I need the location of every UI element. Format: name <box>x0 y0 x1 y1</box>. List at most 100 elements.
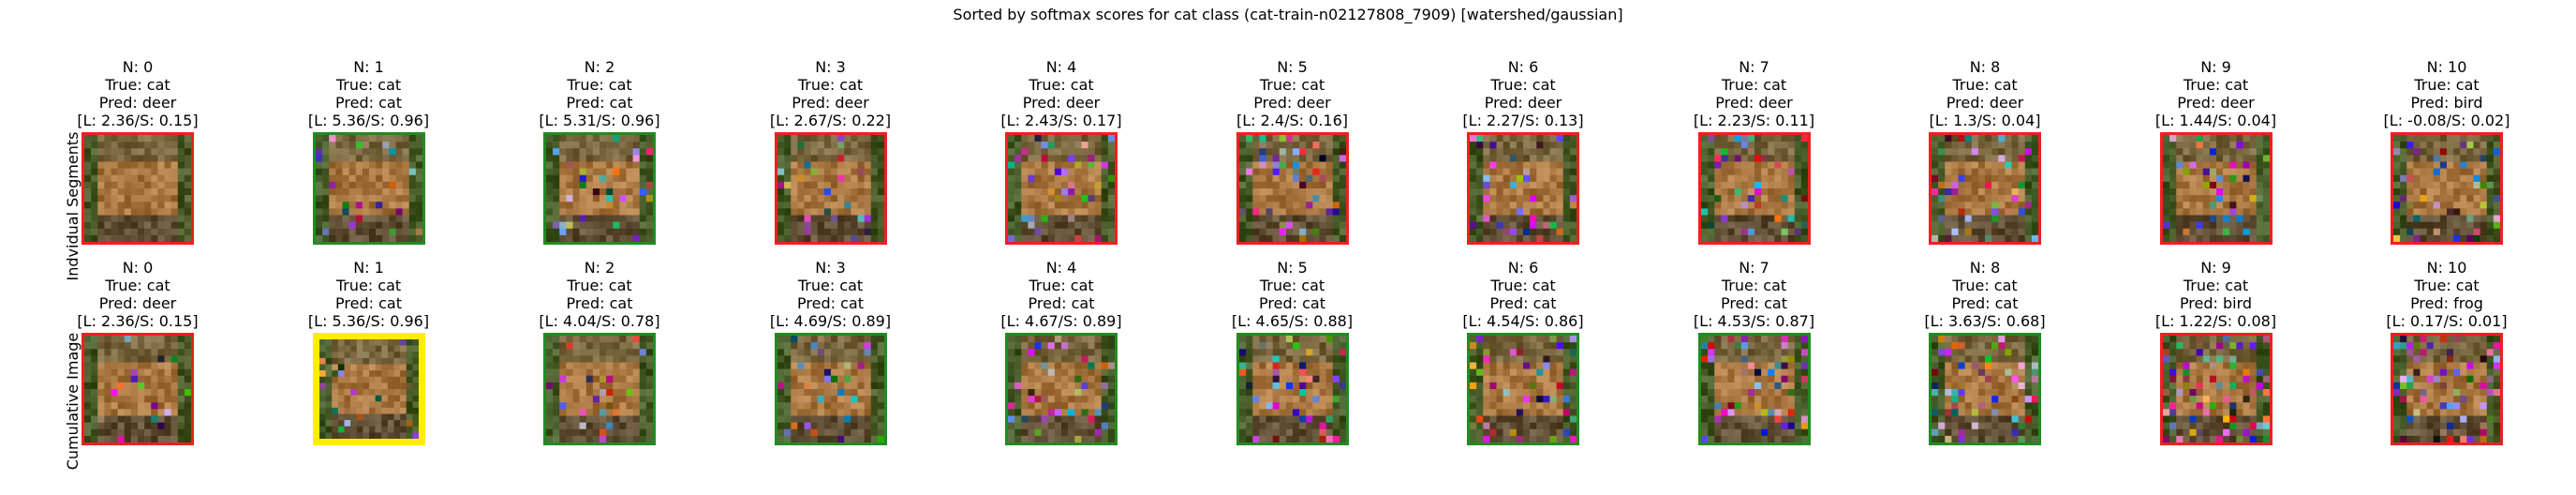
thumbnail-pixel <box>344 365 350 371</box>
thumbnail-pixel <box>1312 169 1319 175</box>
thumbnail-pixel <box>580 175 586 182</box>
thumbnail-pixel <box>1239 155 1246 161</box>
thumbnail-pixel <box>165 436 171 442</box>
thumbnail-pixel <box>1339 389 1345 396</box>
thumbnail-pixel <box>1319 208 1325 215</box>
thumbnail-pixel <box>2480 142 2487 148</box>
thumbnail-pixel <box>1246 135 1252 142</box>
thumbnail-pixel <box>2434 216 2440 222</box>
thumbnail-pixel <box>1517 208 1523 215</box>
thumbnail-pixel <box>2025 188 2032 195</box>
thumbnail-pixel <box>185 195 191 202</box>
thumbnail-pixel <box>2413 222 2420 229</box>
thumbnail-pixel <box>1014 363 1021 369</box>
thumbnail-pixel <box>2012 169 2019 175</box>
thumbnail-pixel <box>1800 229 1807 235</box>
thumbnail-pixel <box>2453 142 2460 148</box>
thumbnail-pixel <box>319 427 326 433</box>
thumbnail-pixel <box>1761 155 1768 161</box>
thumbnail-pixel <box>1781 175 1787 182</box>
thumbnail-pixel <box>1740 142 1747 148</box>
thumbnail-pixel <box>348 208 355 215</box>
thumbnail-pixel <box>1042 369 1048 376</box>
thumbnail-pixel <box>559 155 566 161</box>
thumbnail-pixel <box>1570 389 1577 396</box>
thumbnail-pixel <box>2249 202 2256 208</box>
thumbnail-pixel <box>1985 182 1991 188</box>
thumbnail-pixel <box>2494 182 2500 188</box>
thumbnail-pixel <box>1272 376 1279 382</box>
thumbnail-pixel <box>810 229 817 235</box>
thumbnail-pixel <box>877 355 883 362</box>
thumbnail-pixel <box>151 155 157 161</box>
thumbnail-pixel <box>1470 355 1476 362</box>
thumbnail-pixel <box>1727 369 1734 376</box>
thumbnail-pixel <box>1536 175 1543 182</box>
thumbnail-pixel <box>1028 188 1034 195</box>
thumbnail-pixel <box>1272 363 1279 369</box>
thumbnail-pixel <box>2400 188 2406 195</box>
thumbnail-pixel <box>1768 216 1774 222</box>
thumbnail-pixel <box>1938 155 1945 161</box>
thumbnail-pixel <box>1497 222 1503 229</box>
thumbnail-pixel <box>1557 202 1563 208</box>
thumbnail-pixel <box>1470 369 1476 376</box>
thumbnail-pixel <box>646 349 653 355</box>
thumbnail-pixel <box>810 222 817 229</box>
thumbnail-pixel <box>2393 235 2400 242</box>
thumbnail-pixel <box>1108 142 1115 148</box>
thumbnail-pixel <box>844 336 851 342</box>
thumbnail-pixel <box>1721 389 1727 396</box>
thumbnail-pixel <box>791 376 797 382</box>
thumbnail-pixel <box>84 182 91 188</box>
thumbnail-pixel <box>600 182 606 188</box>
thumbnail-pixel <box>1048 222 1055 229</box>
thumbnail-pixel <box>1747 363 1754 369</box>
thumbnail-pixel <box>171 382 178 389</box>
thumbnail-pixel <box>640 208 646 215</box>
thumbnail-pixel <box>831 363 837 369</box>
thumbnail-pixel <box>2460 188 2466 195</box>
thumbnail-pixel <box>118 336 125 342</box>
thumbnail-pixel <box>125 175 131 182</box>
thumbnail-pixel <box>1563 382 1570 389</box>
thumbnail-pixel <box>870 135 877 142</box>
thumbnail-pixel <box>1714 342 1721 349</box>
thumbnail-pixel <box>2487 188 2494 195</box>
thumbnail-pixel <box>157 175 164 182</box>
thumbnail-pixel <box>1319 202 1325 208</box>
thumbnail-pixel <box>362 235 368 242</box>
thumbnail-pixel <box>1550 222 1557 229</box>
thumbnail-pixel <box>1319 336 1325 342</box>
thumbnail-pixel <box>1510 436 1517 442</box>
thumbnail-pixel <box>389 222 395 229</box>
thumbnail-pixel <box>870 148 877 155</box>
thumbnail-pixel <box>2474 195 2480 202</box>
thumbnail-pixel <box>831 216 837 222</box>
thumbnail-pixel <box>1483 369 1489 376</box>
thumbnail-pixel <box>870 389 877 396</box>
thumbnail-pixel <box>559 175 566 182</box>
thumbnail-pixel <box>1055 409 1061 415</box>
thumbnail-pixel <box>369 365 376 371</box>
thumbnail-pixel <box>1061 355 1068 362</box>
thumbnail-pixel <box>593 336 600 342</box>
thumbnail-pixel <box>1991 142 1998 148</box>
thumbnail-pixel <box>395 135 402 142</box>
thumbnail-pixel <box>586 169 593 175</box>
thumbnail-pixel <box>877 202 883 208</box>
thumbnail-pixel <box>138 188 144 195</box>
thumbnail-pixel <box>412 382 419 389</box>
thumbnail-pixel <box>1985 169 1991 175</box>
thumbnail-pixel <box>606 396 613 402</box>
thumbnail-pixel <box>1299 349 1306 355</box>
thumbnail-pixel <box>104 423 111 429</box>
thumbnail-pixel <box>586 396 593 402</box>
thumbnail-pixel <box>185 396 191 402</box>
thumbnail-pixel <box>1563 416 1570 423</box>
thumbnail-pixel <box>640 155 646 161</box>
thumbnail-pixel <box>640 135 646 142</box>
thumbnail-pixel <box>348 229 355 235</box>
thumbnail-pixel <box>356 427 363 433</box>
thumbnail-pixel <box>335 142 342 148</box>
